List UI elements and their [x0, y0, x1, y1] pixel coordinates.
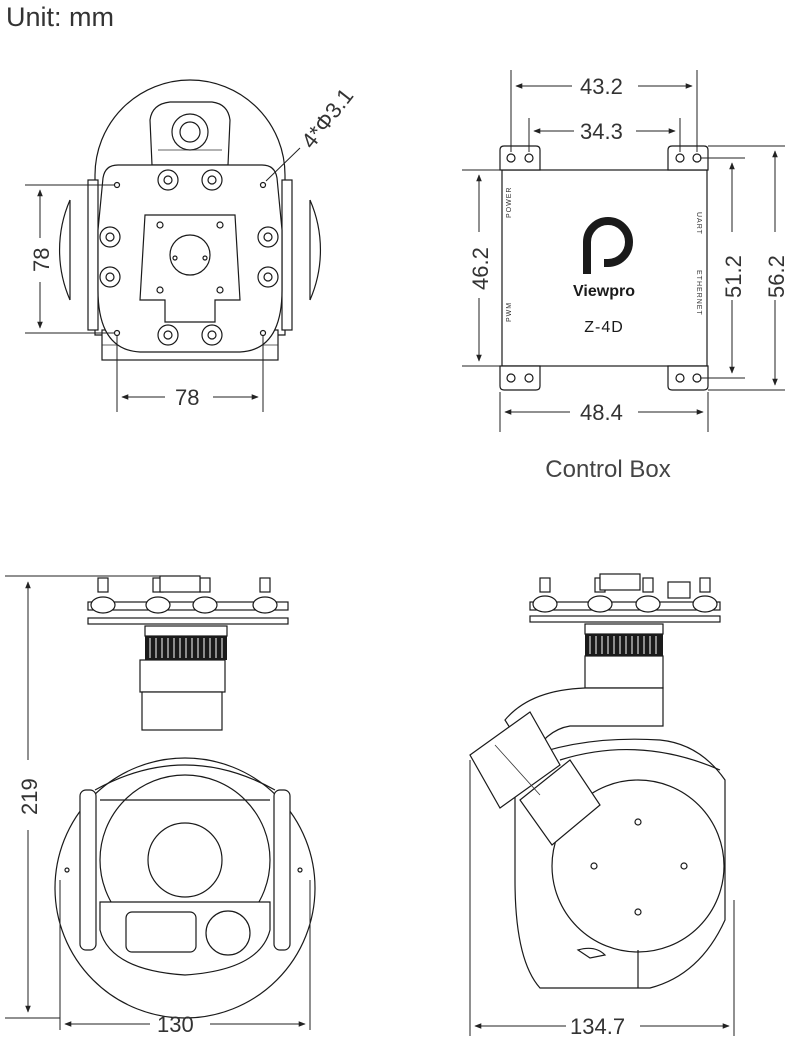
box-width-inner-dim: 34.3: [580, 119, 623, 144]
front-height-dim: 219: [17, 778, 42, 815]
port-ethernet-label: ETHERNET: [695, 270, 702, 316]
top-view: 4*Φ3.1 78 78: [25, 79, 358, 412]
box-height-left-dim: 46.2: [468, 247, 493, 290]
front-view: 219 130: [5, 575, 316, 1037]
box-height-right-outer-dim: 56.2: [764, 255, 789, 298]
box-height-right-inner-dim: 51.2: [721, 255, 746, 298]
box-width-bottom-dim: 48.4: [580, 400, 623, 425]
port-pwm-label: PWM: [506, 302, 513, 322]
side-view: 134.7: [469, 573, 735, 1039]
hole-spec-label: 4*Φ3.1: [296, 83, 358, 153]
port-power-label: POWER: [506, 187, 513, 218]
side-width-dim: 134.7: [570, 1014, 625, 1039]
control-box-caption: Control Box: [545, 456, 670, 483]
control-box-view: Viewpro Z-4D POWER PWM UART ETHERNET 43.…: [462, 70, 789, 483]
viewpro-logo-icon: [583, 217, 633, 274]
unit-label: Unit: mm: [6, 2, 114, 32]
top-width-dim: 78: [175, 385, 199, 410]
front-width-dim: 130: [157, 1012, 194, 1037]
top-height-dim: 78: [29, 248, 54, 272]
model-label: Z-4D: [584, 319, 624, 336]
port-uart-label: UART: [695, 212, 702, 235]
box-width-outer-dim: 43.2: [580, 74, 623, 99]
brand-label: Viewpro: [573, 283, 635, 300]
